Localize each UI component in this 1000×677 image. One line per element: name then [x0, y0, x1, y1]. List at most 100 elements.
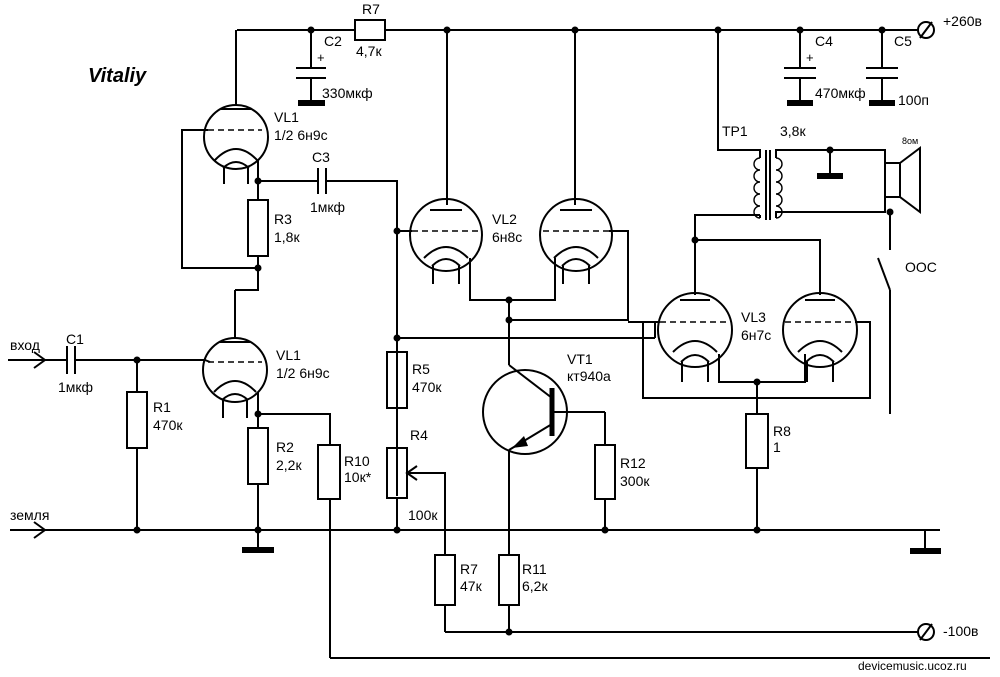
author-label: Vitaliy	[88, 65, 147, 87]
capacitor-c5	[866, 30, 898, 106]
capacitor-c4: +	[784, 30, 816, 106]
junction-dot	[601, 526, 609, 534]
junction-dot	[254, 526, 262, 534]
potentiometer-r4	[386, 447, 446, 555]
junction-dot	[505, 628, 513, 636]
c1-value: 1мкф	[58, 379, 93, 395]
vl1-lower-ref: VL1	[276, 347, 301, 363]
r7b-value: 47к	[460, 578, 483, 594]
r10-value: 10к*	[344, 469, 372, 485]
resistor-r11	[498, 554, 520, 632]
plus-terminal	[917, 21, 935, 39]
c5-ref: C5	[894, 33, 912, 49]
r11-value: 6,2к	[522, 578, 548, 594]
r7a-value: 4,7к	[356, 43, 382, 59]
minus-terminal	[917, 623, 935, 641]
minus-terminal-label: -100в	[943, 623, 978, 639]
resistor-r1	[126, 360, 148, 530]
wire-vl2-cathodes	[469, 230, 629, 365]
wire-vl1-lower-anode	[235, 268, 259, 291]
vl1-upper-value: 1/2 6н9с	[274, 127, 328, 143]
c2-ref: C2	[324, 33, 342, 49]
tube-vl2	[397, 30, 613, 284]
wire-ground-rail	[10, 529, 941, 554]
r4-ref: R4	[410, 427, 428, 443]
c3-value: 1мкф	[310, 199, 345, 215]
r2-value: 2,2к	[276, 457, 302, 473]
vl2-ref: VL2	[492, 211, 517, 227]
r8-ref: R8	[773, 423, 791, 439]
c4-ref: C4	[815, 33, 833, 49]
r1-ref: R1	[153, 399, 171, 415]
r1-value: 470к	[153, 417, 183, 433]
tp1-ref: TP1	[722, 123, 748, 139]
r7a-ref: R7	[362, 1, 380, 17]
tube-vl1-lower	[202, 290, 268, 418]
r8-value: 1	[773, 439, 781, 455]
c5-value: 100п	[898, 92, 929, 108]
junction-dot	[886, 208, 894, 216]
vt1-value: кт940а	[567, 368, 611, 384]
capacitor-c2: +	[296, 30, 326, 106]
speaker-icon	[884, 146, 921, 214]
feedback-switch	[877, 212, 891, 414]
r4-value: 100к	[408, 507, 438, 523]
resistor-r3	[247, 199, 269, 268]
r11-ref: R11	[522, 561, 547, 577]
vt1-ref: VT1	[567, 351, 593, 367]
c1-ref: C1	[66, 331, 84, 347]
vl2-value: 6н8с	[492, 229, 522, 245]
r7b-ref: R7	[460, 561, 478, 577]
junction-dot	[254, 410, 262, 418]
r5-ref: R5	[412, 361, 430, 377]
junction-dot	[505, 316, 513, 324]
resistor-r10	[317, 444, 990, 659]
c3-ref: C3	[312, 149, 330, 165]
resistor-r8	[745, 413, 769, 530]
vl3-value: 6н7с	[741, 327, 771, 343]
svg-text:+: +	[806, 50, 814, 65]
transistor-vt1	[482, 364, 605, 455]
r12-ref: R12	[620, 455, 646, 471]
vl1-upper-ref: VL1	[274, 109, 299, 125]
input-arrow	[8, 351, 47, 369]
r12-value: 300к	[620, 473, 650, 489]
junction-dot	[393, 227, 401, 235]
r10-ref: R10	[344, 453, 370, 469]
footer-url: devicemusic.ucoz.ru	[858, 659, 967, 673]
resistor-r7-top	[354, 19, 386, 41]
svg-text:+: +	[317, 50, 325, 65]
plus-terminal-label: +260в	[943, 13, 982, 29]
wire-vl3-cathodes	[718, 354, 806, 414]
tp1-value: 3,8к	[780, 123, 806, 139]
junction-dot	[753, 378, 761, 386]
resistor-r7-bottom	[434, 554, 456, 632]
c2-value: 330мкф	[322, 85, 373, 101]
junction-dot	[393, 526, 401, 534]
resistor-r5	[386, 338, 408, 448]
junction-dot	[133, 526, 141, 534]
wire-vl3-anodes	[694, 214, 821, 295]
r3-ref: R3	[274, 211, 292, 227]
tube-vl1-upper	[203, 30, 269, 200]
junction-dot	[691, 236, 699, 244]
feedback-label: ООС	[905, 259, 937, 275]
r3-value: 1,8к	[274, 229, 300, 245]
speaker-label: 8ом	[902, 136, 918, 146]
wire-vl1-upper-grid	[181, 129, 258, 269]
vl3-ref: VL3	[741, 309, 766, 325]
ground-label: земля	[10, 507, 49, 523]
junction-dot	[753, 526, 761, 534]
vl1-lower-value: 1/2 6н9с	[276, 365, 330, 381]
wire-vl3-grid	[628, 321, 871, 399]
resistor-r12	[594, 412, 616, 530]
input-label: вход	[10, 337, 40, 353]
c4-value: 470мкф	[815, 85, 866, 101]
capacitor-c1	[45, 346, 205, 374]
r2-ref: R2	[276, 439, 294, 455]
resistor-r2	[242, 427, 274, 553]
ground-arrow	[33, 521, 47, 539]
junction-dot	[505, 296, 513, 304]
